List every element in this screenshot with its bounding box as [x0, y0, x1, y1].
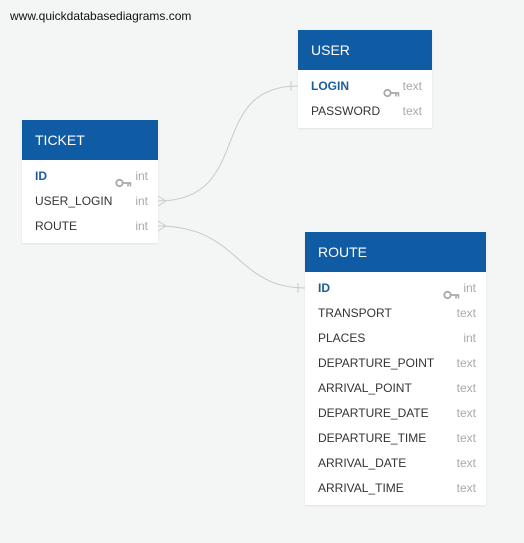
column-type: int — [135, 169, 148, 183]
column-type: text — [456, 356, 476, 370]
column-row[interactable]: USER_LOGIN int — [22, 189, 158, 214]
primary-key-icon — [115, 172, 132, 187]
column-name: PASSWORD — [311, 104, 381, 118]
column-name: ID — [35, 169, 47, 183]
column-row[interactable]: PASSWORD text — [298, 99, 432, 124]
column-type: text — [456, 456, 476, 470]
column-name: ARRIVAL_TIME — [318, 481, 404, 495]
relationship-ticket-user — [157, 85, 299, 202]
column-row[interactable]: LOGIN text — [298, 74, 432, 99]
column-name: LOGIN — [311, 79, 349, 93]
column-row[interactable]: ARRIVAL_TIME text — [305, 476, 486, 501]
column-type: text — [402, 79, 422, 93]
column-name: PLACES — [318, 331, 366, 345]
column-type: text — [456, 406, 476, 420]
column-row[interactable]: DEPARTURE_TIME text — [305, 426, 486, 451]
primary-key-icon — [383, 82, 400, 97]
crows-foot-ticket-user-login — [157, 195, 167, 207]
watermark: www.quickdatabasediagrams.com — [10, 9, 192, 23]
primary-key-icon — [443, 284, 460, 299]
column-type: int — [135, 219, 148, 233]
column-row[interactable]: ID int — [22, 164, 158, 189]
column-name: ARRIVAL_POINT — [318, 381, 412, 395]
column-name: DEPARTURE_POINT — [318, 356, 435, 370]
column-type: int — [135, 194, 148, 208]
column-row[interactable]: DEPARTURE_DATE text — [305, 401, 486, 426]
column-name: ROUTE — [35, 219, 77, 233]
column-name: DEPARTURE_TIME — [318, 431, 427, 445]
column-row[interactable]: ID int — [305, 276, 486, 301]
column-name: ID — [318, 281, 330, 295]
column-type: text — [456, 431, 476, 445]
column-row[interactable]: PLACES int — [305, 326, 486, 351]
column-type: text — [456, 481, 476, 495]
column-type: text — [456, 381, 476, 395]
table-header[interactable]: TICKET — [22, 120, 158, 160]
column-type: text — [456, 306, 476, 320]
column-name: ARRIVAL_DATE — [318, 456, 407, 470]
column-name: DEPARTURE_DATE — [318, 406, 429, 420]
column-type: int — [463, 281, 476, 295]
column-name: TRANSPORT — [318, 306, 392, 320]
column-name: USER_LOGIN — [35, 194, 113, 208]
column-row[interactable]: DEPARTURE_POINT text — [305, 351, 486, 376]
relationship-ticket-route — [157, 225, 306, 289]
column-type: text — [402, 104, 422, 118]
column-row[interactable]: ARRIVAL_POINT text — [305, 376, 486, 401]
table-header[interactable]: ROUTE — [305, 232, 486, 272]
column-row[interactable]: ROUTE int — [22, 214, 158, 239]
column-row[interactable]: TRANSPORT text — [305, 301, 486, 326]
crows-foot-ticket-route — [157, 220, 167, 232]
column-type: int — [463, 331, 476, 345]
table-header[interactable]: USER — [298, 30, 432, 70]
column-row[interactable]: ARRIVAL_DATE text — [305, 451, 486, 476]
